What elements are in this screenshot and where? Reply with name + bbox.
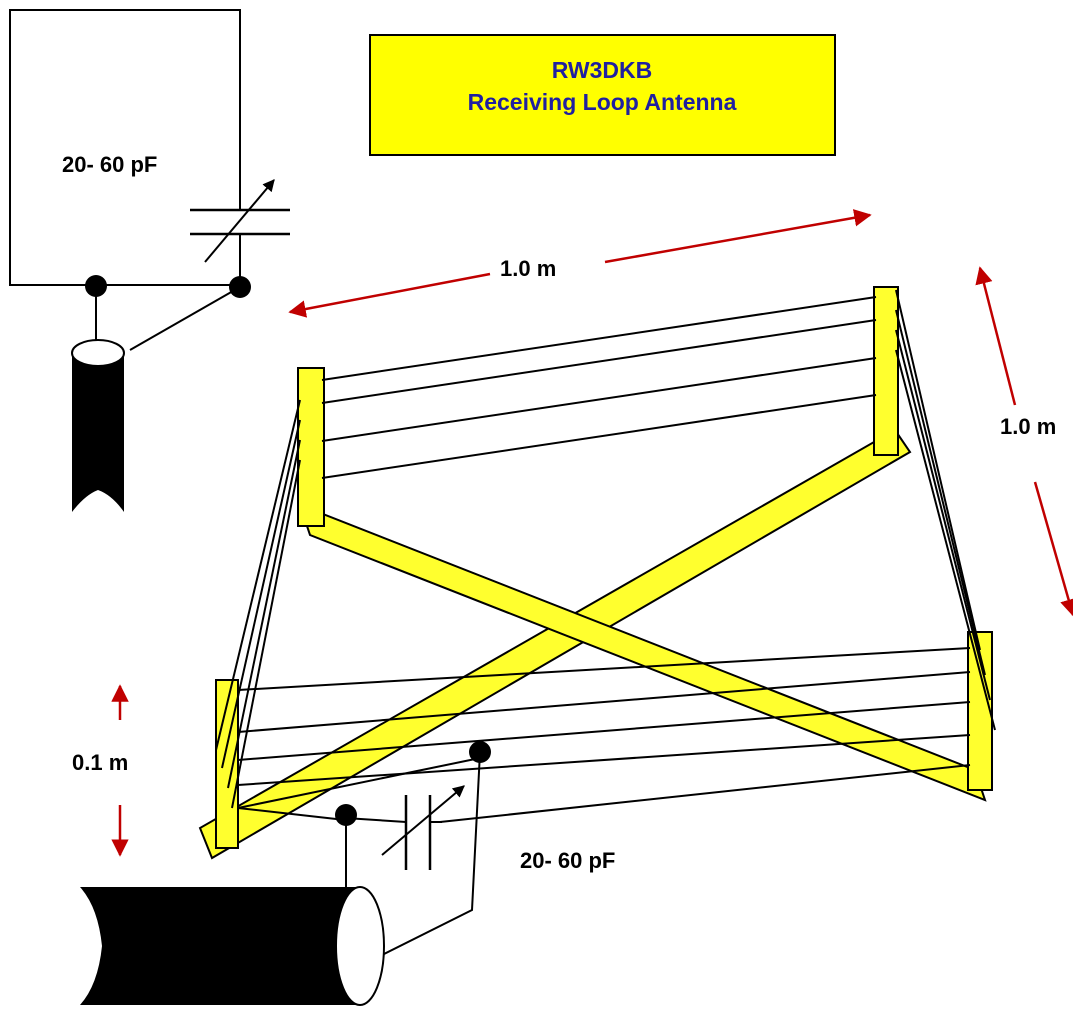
top-capacitor-label: 20- 60 pF bbox=[62, 152, 157, 177]
title-box: RW3DKB Receiving Loop Antenna bbox=[369, 34, 836, 156]
title-box-background bbox=[369, 34, 836, 156]
dimension-depth bbox=[975, 266, 1073, 617]
bottom-junction-dot-right bbox=[469, 741, 491, 763]
depth-label: 1.0 m bbox=[1000, 414, 1056, 439]
top-schematic bbox=[9, 9, 290, 351]
height-label: 0.1 m bbox=[72, 750, 128, 775]
winding-left-4 bbox=[231, 459, 301, 809]
coax-cable-bottom bbox=[80, 886, 385, 1006]
schematic-loop-wire bbox=[9, 9, 241, 286]
coax-end bbox=[71, 339, 125, 367]
junction-dot-right bbox=[229, 276, 251, 298]
title-line-1: RW3DKB bbox=[552, 57, 653, 83]
bottom-junction-dot-left bbox=[335, 804, 357, 826]
bottom-variable-capacitor-arrow bbox=[381, 785, 465, 856]
bottom-capacitor-label: 20- 60 pF bbox=[520, 848, 615, 873]
winding-back-3 bbox=[321, 357, 877, 442]
winding-left-3 bbox=[227, 439, 301, 789]
width-label: 1.0 m bbox=[500, 256, 556, 281]
winding-left-1 bbox=[215, 399, 301, 751]
winding-feed-right bbox=[439, 764, 971, 823]
depth-arrow-up bbox=[975, 266, 1017, 406]
winding-right-1 bbox=[895, 289, 981, 651]
feed-wire-to-shield bbox=[129, 286, 241, 351]
coax-body bbox=[72, 353, 124, 512]
junction-dot-left bbox=[85, 275, 107, 297]
winding-feed-left bbox=[237, 807, 346, 821]
winding-back-4 bbox=[321, 394, 877, 479]
winding-right-2 bbox=[895, 309, 986, 676]
variable-capacitor-arrow bbox=[204, 179, 275, 263]
winding-right-3 bbox=[895, 329, 991, 701]
winding-front-1 bbox=[237, 647, 971, 691]
winding-right-4 bbox=[895, 349, 996, 731]
depth-arrow-down bbox=[1033, 481, 1073, 617]
title-line-2: Receiving Loop Antenna bbox=[468, 89, 737, 115]
post-back-right bbox=[873, 286, 899, 456]
winding-front-3 bbox=[237, 701, 971, 761]
width-arrow-left bbox=[288, 272, 491, 318]
winding-front-4 bbox=[237, 757, 481, 809]
antenna-frame bbox=[198, 286, 993, 860]
bottom-coax-end bbox=[335, 886, 385, 1006]
winding-back-2 bbox=[321, 319, 877, 404]
winding-left-2 bbox=[221, 419, 301, 769]
winding-front-2 bbox=[237, 671, 971, 733]
winding-back-1 bbox=[321, 296, 877, 381]
bottom-coax-body bbox=[80, 887, 360, 1005]
coax-cable-top bbox=[71, 339, 125, 512]
dimension-width bbox=[288, 209, 872, 318]
winding-front-5 bbox=[237, 734, 971, 786]
width-arrow-right bbox=[604, 209, 872, 264]
feed-wire-to-coax bbox=[371, 751, 481, 961]
frame-arm-back bbox=[198, 428, 912, 860]
loop-windings bbox=[215, 289, 996, 823]
post-back-left bbox=[297, 367, 325, 527]
